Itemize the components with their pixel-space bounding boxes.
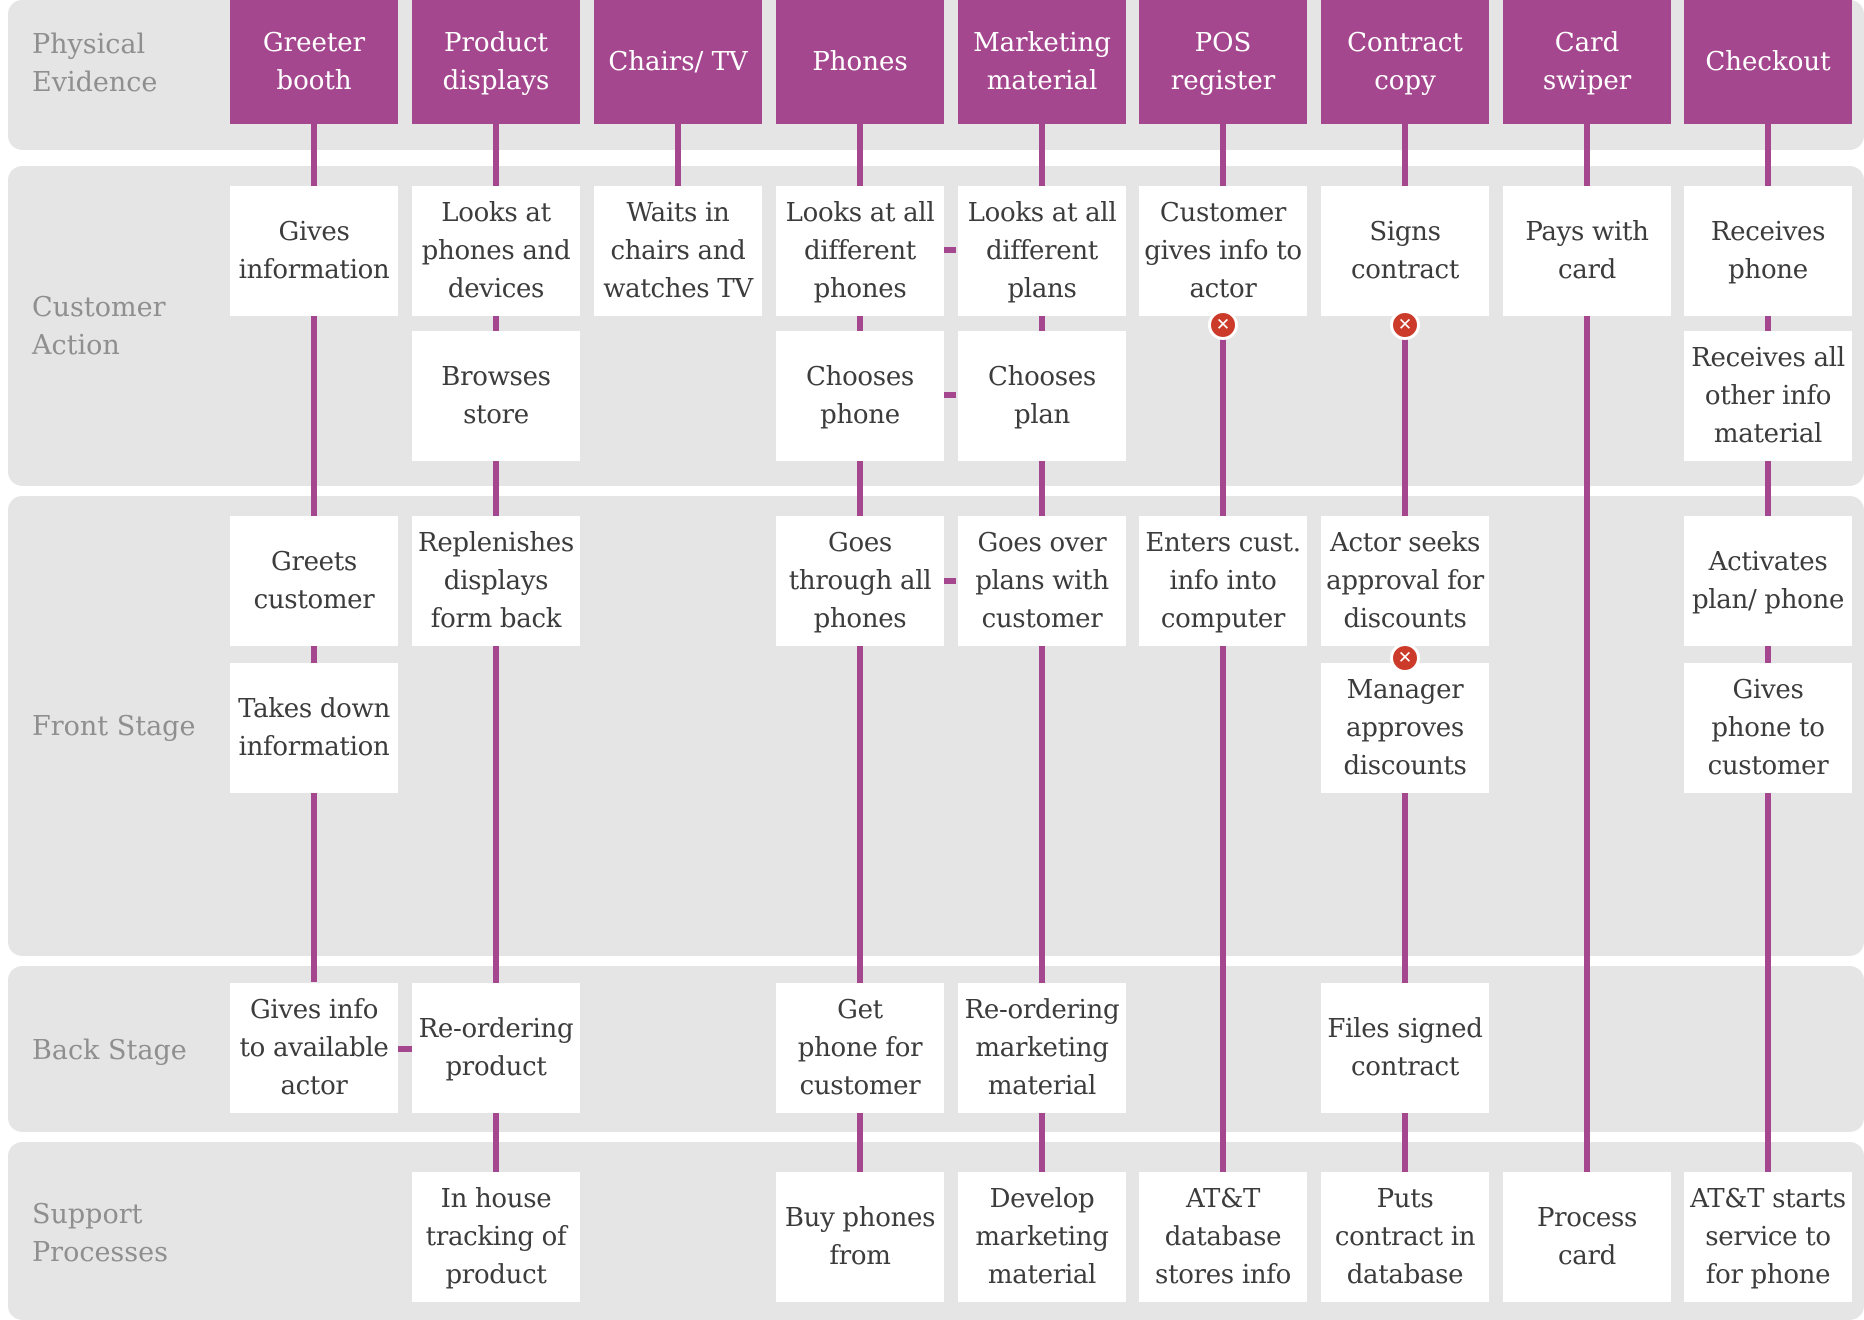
- front-activates-plan-phone: Activates plan/ phone: [1684, 516, 1852, 646]
- evidence-product-displays: Product displays: [412, 0, 580, 124]
- lane-label-support-processes: Support Processes: [32, 1199, 168, 1268]
- lane-label-back-stage: Back Stage: [32, 1035, 187, 1066]
- customer-pays-with-card: Pays with card: [1503, 186, 1671, 316]
- evidence-chairs-tv: Chairs/ TV: [594, 0, 762, 124]
- front-enters-customer-info: Enters cust. info into computer: [1139, 516, 1307, 646]
- customer-looks-at-phones-devices: Looks at phones and devices: [412, 186, 580, 316]
- customer-gives-information: Gives information: [230, 186, 398, 316]
- front-takes-down-information: Takes down information: [230, 663, 398, 793]
- link-phones-marketing-front: [940, 578, 956, 584]
- connector-product: [493, 120, 499, 1172]
- support-att-starts-service: AT&T starts service to for phone: [1684, 1172, 1852, 1302]
- customer-receives-info-material: Receives all other info material: [1684, 331, 1852, 461]
- fail-point-icon: ✕: [1208, 310, 1238, 340]
- support-att-database: AT&T database stores info: [1139, 1172, 1307, 1302]
- back-gives-info-to-actor: Gives info to available actor: [230, 983, 398, 1113]
- evidence-marketing-material: Marketing material: [958, 0, 1126, 124]
- customer-looks-at-plans: Looks at all different plans: [958, 186, 1126, 316]
- evidence-checkout: Checkout: [1684, 0, 1852, 124]
- lane-label-front-stage: Front Stage: [32, 711, 196, 742]
- customer-looks-at-phones: Looks at all different phones: [776, 186, 944, 316]
- front-replenishes-displays: Replenishes displays form back: [412, 516, 580, 646]
- connector-chairs: [675, 120, 681, 190]
- connector-marketing: [1039, 120, 1045, 1172]
- customer-browses-store: Browses store: [412, 331, 580, 461]
- fail-point-icon: ✕: [1390, 643, 1420, 673]
- back-get-phone-for-customer: Get phone for customer: [776, 983, 944, 1113]
- customer-signs-contract: Signs contract: [1321, 186, 1489, 316]
- back-reordering-product: Re-ordering product: [412, 983, 580, 1113]
- support-puts-contract-in-database: Puts contract in database: [1321, 1172, 1489, 1302]
- evidence-card-swiper: Card swiper: [1503, 0, 1671, 124]
- front-manager-approves-discounts: Manager approves discounts: [1321, 663, 1489, 793]
- support-process-card: Process card: [1503, 1172, 1671, 1302]
- evidence-contract-copy: Contract copy: [1321, 0, 1489, 124]
- link-phones-marketing-looks: [940, 247, 956, 253]
- evidence-phones: Phones: [776, 0, 944, 124]
- front-goes-through-phones: Goes through all phones: [776, 516, 944, 646]
- support-in-house-tracking: In house tracking of product: [412, 1172, 580, 1302]
- customer-gives-info-to-actor: Customer gives info to actor: [1139, 186, 1307, 316]
- customer-chooses-phone: Chooses phone: [776, 331, 944, 461]
- evidence-greeter-booth: Greeter booth: [230, 0, 398, 124]
- link-phones-marketing-chooses: [940, 392, 956, 398]
- connector-pos: [1220, 120, 1226, 1172]
- lane-label-customer-action: Customer Action: [32, 292, 166, 361]
- back-reordering-marketing: Re-ordering marketing material: [958, 983, 1126, 1113]
- front-greets-customer: Greets customer: [230, 516, 398, 646]
- support-buy-phones: Buy phones from: [776, 1172, 944, 1302]
- customer-receives-phone: Receives phone: [1684, 186, 1852, 316]
- customer-chooses-plan: Chooses plan: [958, 331, 1126, 461]
- evidence-pos-register: POS register: [1139, 0, 1307, 124]
- front-gives-phone-to-customer: Gives phone to customer: [1684, 663, 1852, 793]
- support-develop-marketing: Develop marketing material: [958, 1172, 1126, 1302]
- front-goes-over-plans: Goes over plans with customer: [958, 516, 1126, 646]
- connector-card: [1584, 120, 1590, 1172]
- lane-label-physical-evidence: Physical Evidence: [32, 29, 158, 98]
- front-actor-seeks-approval: Actor seeks approval for discounts: [1321, 516, 1489, 646]
- connector-phones: [857, 120, 863, 1172]
- back-files-signed-contract: Files signed contract: [1321, 983, 1489, 1113]
- fail-point-icon: ✕: [1390, 310, 1420, 340]
- customer-waits-in-chairs: Waits in chairs and watches TV: [594, 186, 762, 316]
- link-greeter-product-back: [396, 1046, 412, 1052]
- connector-checkout: [1765, 120, 1771, 1172]
